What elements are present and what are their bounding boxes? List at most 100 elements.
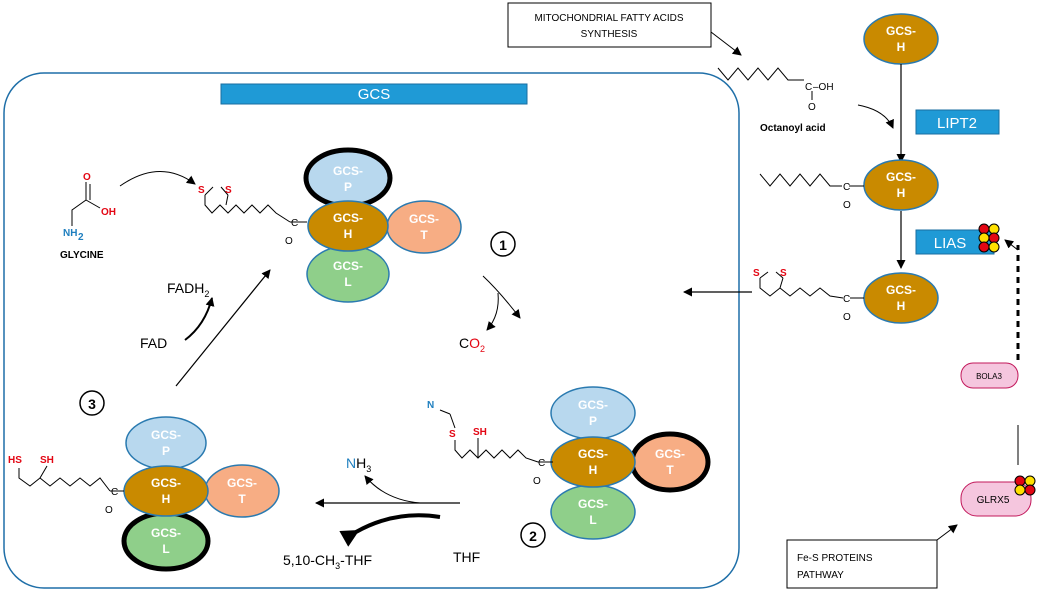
carbonyl-o: O xyxy=(105,505,113,516)
glycine-nh2-sub: 2 xyxy=(78,232,84,243)
gcs-t-label-2: T xyxy=(238,492,246,506)
thf-label: THF xyxy=(453,549,480,565)
gcs-h-protein xyxy=(123,465,209,517)
step-3-number: 3 xyxy=(88,396,96,412)
gcs-p-label: GCS- xyxy=(333,164,363,178)
glycine-arrow xyxy=(119,171,196,187)
gcs-p-label: GCS- xyxy=(578,398,608,412)
gcs-l-protein xyxy=(121,510,211,572)
step-3-badge xyxy=(79,390,105,416)
sulfur-atom: S xyxy=(225,185,232,196)
glrx5-label: GLRX5 xyxy=(977,495,1010,506)
gcs-h-protein xyxy=(863,272,939,324)
gcs-l-label: GCS- xyxy=(578,497,608,511)
gcs-h-label: GCS- xyxy=(886,283,916,297)
complex-top: GCS- P GCS- T GCS- L GCS- H S S C O xyxy=(198,147,462,303)
gcs-p-label-2: P xyxy=(589,414,597,428)
gcs-l-label-2: L xyxy=(344,275,351,289)
nh3-release-arrow xyxy=(364,475,421,504)
octanoyl-o: O xyxy=(808,102,816,113)
gcs-h-label: GCS- xyxy=(333,211,363,225)
octanoyl-oh: –OH xyxy=(813,82,834,93)
glycine-structure: O OH NH 2 GLYCINE xyxy=(60,172,116,261)
bola3-protein: BOLA3 xyxy=(960,362,1019,389)
octanoyl-c: C xyxy=(805,82,812,93)
gcs-p-label-2: P xyxy=(162,444,170,458)
thiol-sh: SH xyxy=(40,455,54,466)
gcs-l-protein xyxy=(550,484,636,540)
fad-label: FAD xyxy=(140,335,167,351)
step-1-number: 1 xyxy=(499,237,507,253)
glycine-oh: OH xyxy=(101,207,116,218)
gcs-p-protein xyxy=(550,386,636,440)
lias-enzyme: LIAS xyxy=(915,223,1000,255)
step-2-number: 2 xyxy=(529,528,537,544)
gcs-p-label-2: P xyxy=(344,180,352,194)
lipoyl-arm-aminomethyl xyxy=(439,409,553,463)
octanoyl-to-lipt2-arrow xyxy=(857,104,894,129)
co2-release-arrow xyxy=(486,292,499,331)
glycine-o: O xyxy=(83,172,91,183)
gcs-h-protein xyxy=(863,13,939,65)
sulfur-atom: S xyxy=(198,185,205,196)
fes-box-line2: PATHWAY xyxy=(797,570,844,581)
step-1-arrow xyxy=(482,275,521,319)
carbonyl-o: O xyxy=(843,200,851,211)
octanoyl-arm xyxy=(759,173,864,187)
carbonyl-c: C xyxy=(291,218,298,229)
glrx5-protein: GLRX5 xyxy=(960,475,1036,517)
mito-fatty-acids-box: MITOCHONDRIAL FATTY ACIDS SYNTHESIS xyxy=(507,2,712,48)
co2-label: CO2 xyxy=(459,335,485,354)
mito-box-line2: SYNTHESIS xyxy=(581,29,638,40)
sulfur-atom: S xyxy=(753,268,760,279)
gcs-h-protein xyxy=(863,159,939,211)
gcs-frame xyxy=(3,72,740,589)
thiol-hs: HS xyxy=(8,455,22,466)
lias-label: LIAS xyxy=(934,235,967,252)
fe-s-cluster-icon xyxy=(978,223,1000,253)
gcs-t-label-2: T xyxy=(666,463,674,477)
fadh2-label: FADH2 xyxy=(167,280,209,299)
complex-2: GCS- P GCS- T GCS- L GCS- H S SH N C O xyxy=(427,386,711,540)
methylene-thf-label: 5,10-CH3-THF xyxy=(283,552,372,571)
gcs-header-banner: GCS xyxy=(220,83,528,105)
gcs-t-protein xyxy=(629,431,711,493)
carbonyl-c: C xyxy=(843,294,850,305)
octanoyl-acid-structure xyxy=(717,67,813,100)
gcs-p-protein xyxy=(125,416,207,470)
gcs-h-label: GCS- xyxy=(151,476,181,490)
gcs-h-label-2: H xyxy=(162,492,171,506)
fe-s-cluster-icon xyxy=(1014,475,1036,496)
thiol-sh: SH xyxy=(473,427,487,438)
gcs-h-label: GCS- xyxy=(886,170,916,184)
carbonyl-c: C xyxy=(843,182,850,193)
lipoyl-arm-right xyxy=(759,271,864,299)
gcs-l-label-2: L xyxy=(162,542,169,556)
gcs-h-label: GCS- xyxy=(886,24,916,38)
fad-reduction-arrow xyxy=(184,297,215,341)
gcs-h-label-2: H xyxy=(897,186,906,200)
gcs-h-label: GCS- xyxy=(578,447,608,461)
fes-box-line1: Fe-S PROTEINS xyxy=(797,553,873,564)
carbonyl-c: C xyxy=(111,487,118,498)
gcs-h-label-2: H xyxy=(344,227,353,241)
fes-to-glrx5-arrow xyxy=(936,524,958,541)
gcs-h-label-2: H xyxy=(589,463,598,477)
complex-3: GCS- P GCS- T GCS- L GCS- H HS SH C O xyxy=(8,416,280,572)
step-2-badge xyxy=(520,522,546,548)
mito-arrow xyxy=(710,31,742,56)
gcs-h-label-2: H xyxy=(897,40,906,54)
octanoyl-label: Octanoyl acid xyxy=(760,123,826,134)
gcs-t-label: GCS- xyxy=(655,447,685,461)
gcs-h-label-2: H xyxy=(897,299,906,313)
step-1-badge xyxy=(490,231,516,257)
glycine-nh2: NH xyxy=(63,228,77,239)
mito-box-line1: MITOCHONDRIAL FATTY ACIDS xyxy=(534,13,683,24)
lipt2-enzyme: LIPT2 xyxy=(915,109,1000,135)
sulfur-atom: S xyxy=(780,268,787,279)
gcs-t-label-2: T xyxy=(420,228,428,242)
gcs-p-protein xyxy=(303,147,393,209)
bola3-label: BOLA3 xyxy=(976,372,1002,381)
fe-s-to-lias-arrow xyxy=(1004,239,1019,251)
